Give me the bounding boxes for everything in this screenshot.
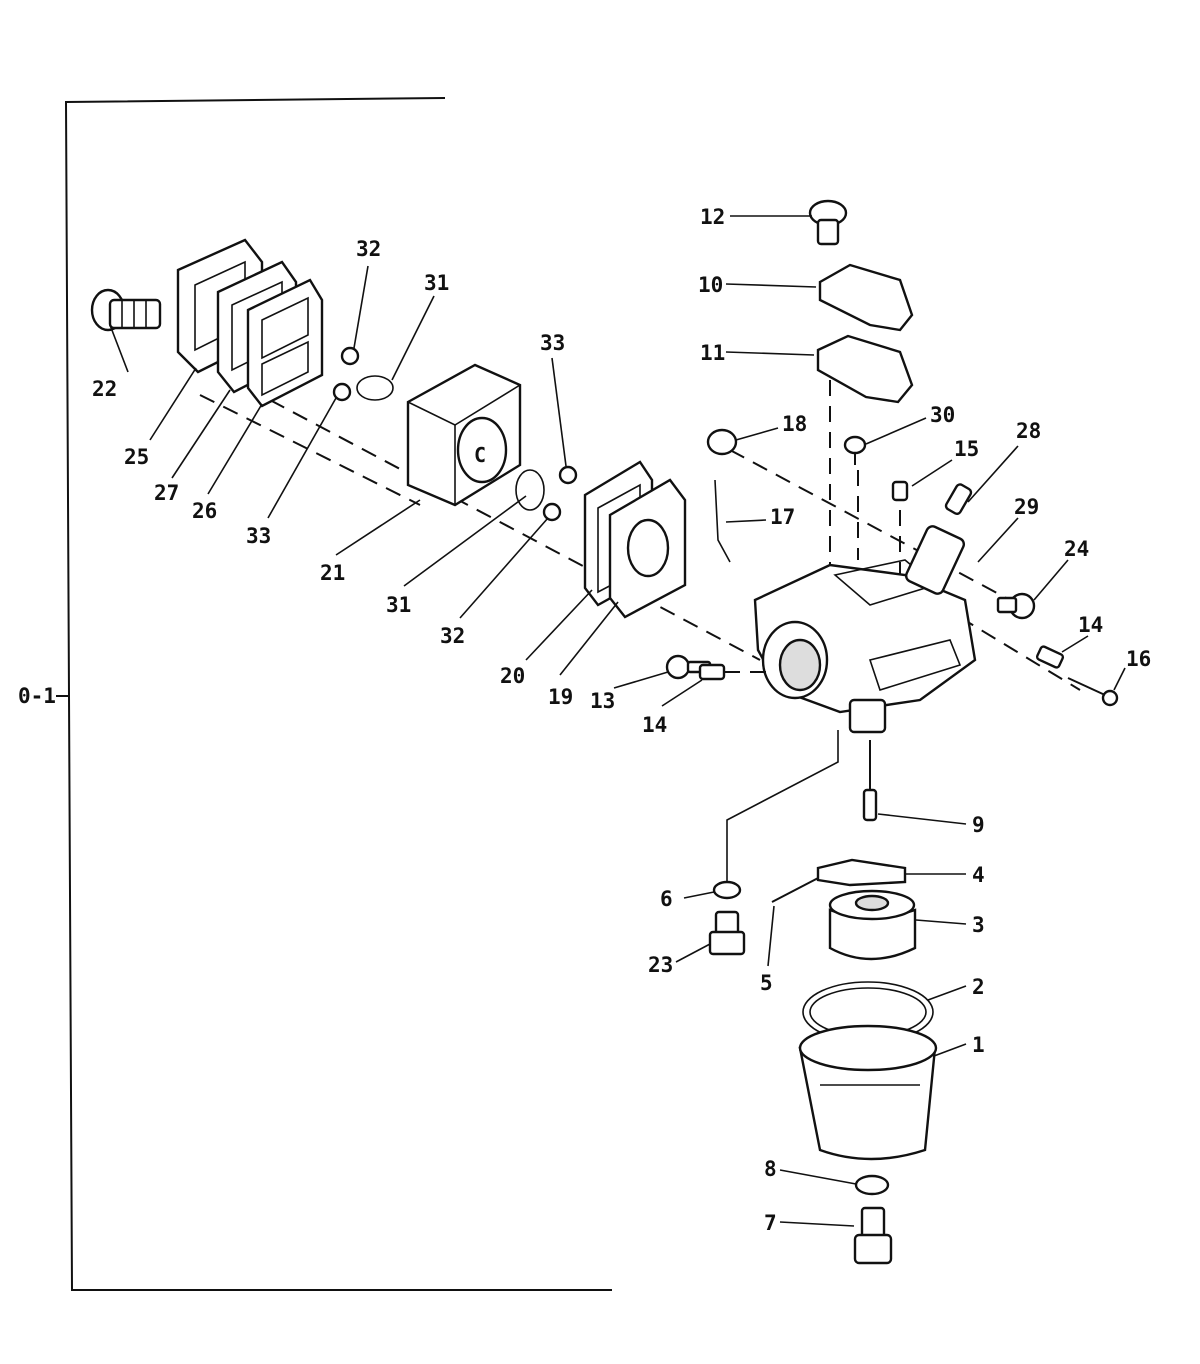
callout-20: 20 xyxy=(500,664,525,688)
leader-lines xyxy=(109,215,1126,1227)
frame-bracket xyxy=(56,97,612,1291)
part-21-intake-block: C xyxy=(406,363,522,507)
callout-6: 6 xyxy=(660,887,673,911)
svg-text:C: C xyxy=(474,443,486,467)
callout-25: 25 xyxy=(124,445,149,469)
part-14-spring-left xyxy=(698,663,770,681)
callout-22: 22 xyxy=(92,377,117,401)
part-31-clip xyxy=(356,375,545,511)
frame-marker-label: 0-1 xyxy=(18,684,56,708)
callout-1: 1 xyxy=(972,1033,985,1057)
callout-23: 23 xyxy=(648,953,673,977)
part-9-needle xyxy=(862,740,878,822)
callout-31-top: 31 xyxy=(424,271,449,295)
callout-3: 3 xyxy=(972,913,985,937)
part-18-plug xyxy=(706,428,738,456)
callout-33-left: 33 xyxy=(246,524,271,548)
part-6-leader-path xyxy=(726,730,839,882)
callout-33-top: 33 xyxy=(540,331,565,355)
callout-14-left: 14 xyxy=(642,713,667,737)
callout-27: 27 xyxy=(154,481,179,505)
callout-21: 21 xyxy=(320,561,345,585)
part-5-pin xyxy=(771,875,823,903)
callout-16: 16 xyxy=(1126,647,1151,671)
callout-9: 9 xyxy=(972,813,985,837)
part-30-screw xyxy=(843,435,867,465)
part-23-plug xyxy=(708,910,746,956)
part-15-screw xyxy=(891,480,909,502)
part-28-nipple xyxy=(944,483,973,515)
part-24-screw xyxy=(996,592,1036,620)
callout-26: 26 xyxy=(192,499,217,523)
callout-19: 19 xyxy=(548,685,573,709)
callout-labels: 12 10 11 18 30 15 28 29 24 14 16 17 13 1… xyxy=(92,205,1151,1235)
callout-17: 17 xyxy=(770,505,795,529)
callout-5: 5 xyxy=(760,971,773,995)
callout-29: 29 xyxy=(1014,495,1039,519)
callout-30: 30 xyxy=(930,403,955,427)
part-22-fitting xyxy=(90,288,162,332)
part-10-cover xyxy=(818,263,914,332)
callout-15: 15 xyxy=(954,437,979,461)
callout-32-top: 32 xyxy=(356,237,381,261)
part-17-rod xyxy=(714,479,731,563)
callout-10: 10 xyxy=(698,273,723,297)
carburetor-body xyxy=(753,525,977,734)
part-4-float-arm xyxy=(816,858,907,887)
callout-12: 12 xyxy=(700,205,725,229)
callout-2: 2 xyxy=(972,975,985,999)
callout-18: 18 xyxy=(782,412,807,436)
part-7-drain-plug xyxy=(853,1206,893,1265)
part-26-reed-block xyxy=(246,278,324,408)
part-12-screw xyxy=(808,199,848,246)
part-1-float-bowl xyxy=(798,1024,938,1161)
callout-24: 24 xyxy=(1064,537,1089,561)
callout-13: 13 xyxy=(590,689,615,713)
callout-11: 11 xyxy=(700,341,725,365)
callout-28: 28 xyxy=(1016,419,1041,443)
part-11-gasket xyxy=(816,334,914,404)
part-3-float xyxy=(828,889,917,961)
callout-14-right: 14 xyxy=(1078,613,1103,637)
part-19-spacer xyxy=(608,478,687,619)
part-8-washer xyxy=(854,1174,890,1196)
callout-8: 8 xyxy=(764,1157,777,1181)
callout-7: 7 xyxy=(764,1211,777,1235)
callout-4: 4 xyxy=(972,863,985,887)
callout-32-bottom: 32 xyxy=(440,624,465,648)
callout-31-bottom: 31 xyxy=(386,593,411,617)
assembly-axis-lines xyxy=(199,380,1081,691)
part-6-washer xyxy=(712,880,742,900)
part-14-spring-right xyxy=(1035,645,1065,669)
part-16-screw xyxy=(1067,677,1119,707)
part-32-33-small-nuts xyxy=(332,346,578,522)
